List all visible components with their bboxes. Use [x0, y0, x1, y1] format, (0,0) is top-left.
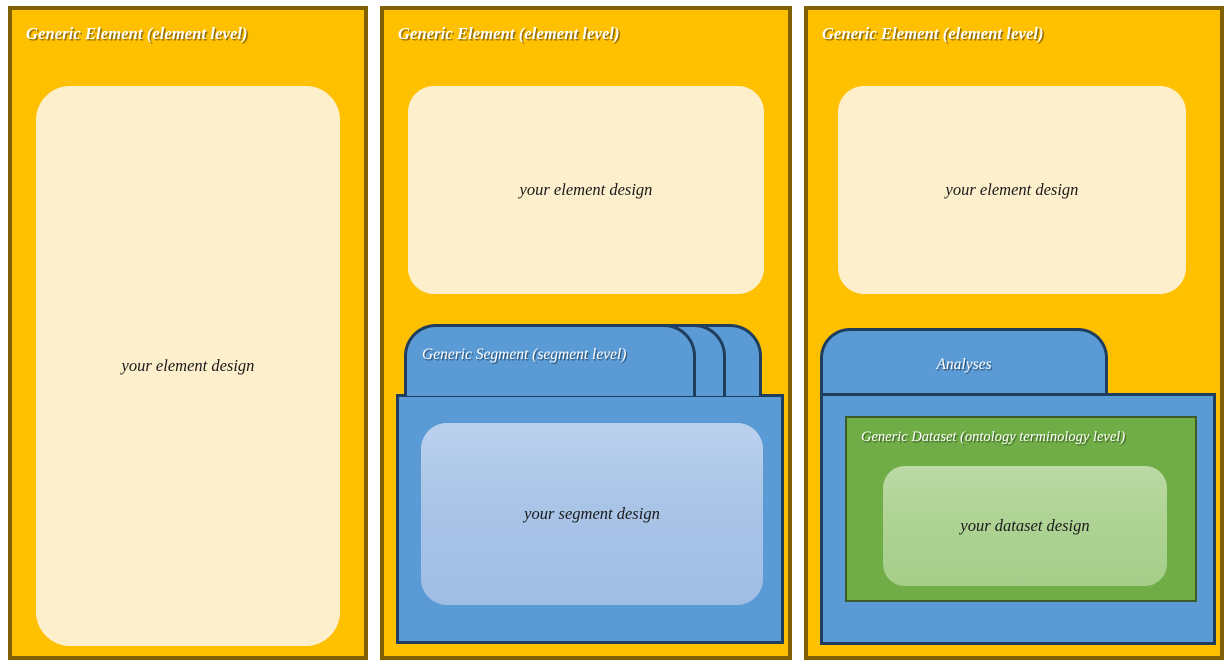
- generic-segment-body[interactable]: your segment design: [396, 394, 784, 644]
- generic-element-panel-3[interactable]: Generic Element (element level) your ele…: [804, 6, 1224, 660]
- element-design-placeholder[interactable]: your element design: [838, 86, 1186, 294]
- segment-tab-label: Generic Segment (segment level): [422, 346, 627, 363]
- analyses-body[interactable]: Generic Dataset (ontology terminology le…: [820, 393, 1216, 645]
- element-design-placeholder[interactable]: your element design: [36, 86, 340, 646]
- dataset-title: Generic Dataset (ontology terminology le…: [861, 429, 1126, 445]
- generic-element-panel-2[interactable]: Generic Element (element level) your ele…: [380, 6, 792, 660]
- element-design-placeholder[interactable]: your element design: [408, 86, 764, 294]
- analyses-tab-label: Analyses: [936, 355, 992, 373]
- segment-design-placeholder[interactable]: your segment design: [421, 423, 763, 605]
- segment-tab-stack: Generic Segment (segment level): [402, 324, 782, 398]
- element-design-label: your element design: [945, 180, 1079, 199]
- panel-title: Generic Element (element level): [822, 24, 1044, 43]
- dataset-design-label: your dataset design: [960, 516, 1090, 535]
- segment-tab-active[interactable]: [404, 324, 696, 396]
- element-design-label: your element design: [519, 180, 653, 199]
- generic-dataset-box[interactable]: Generic Dataset (ontology terminology le…: [845, 416, 1197, 602]
- panel-title: Generic Element (element level): [26, 24, 248, 43]
- panel-title: Generic Element (element level): [398, 24, 620, 43]
- element-design-label: your element design: [121, 356, 255, 375]
- analyses-tab[interactable]: Analyses: [820, 328, 1108, 396]
- dataset-design-placeholder[interactable]: your dataset design: [883, 466, 1167, 586]
- generic-element-panel-1[interactable]: Generic Element (element level) your ele…: [8, 6, 368, 660]
- segment-design-label: your segment design: [524, 504, 660, 523]
